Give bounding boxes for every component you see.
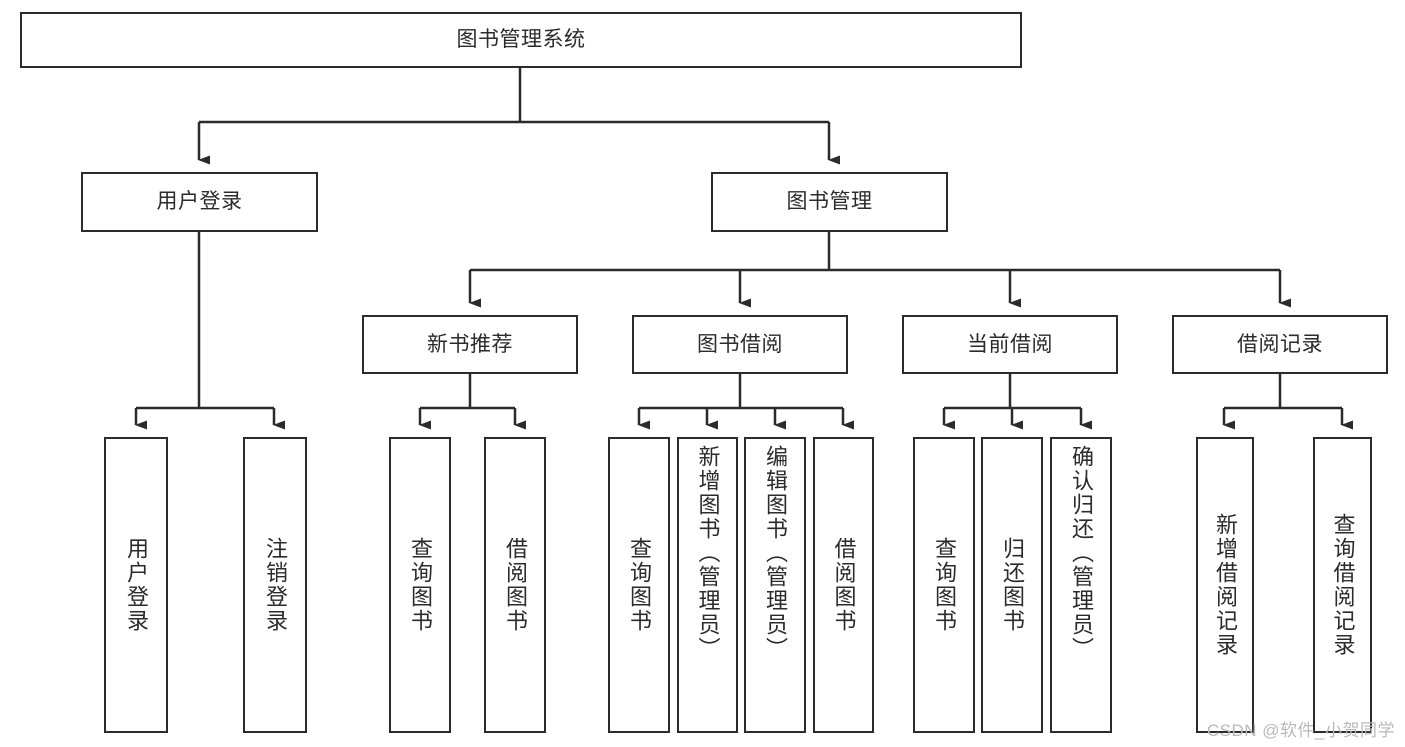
node-leaf-query-book-1[interactable]: 查询图书: [389, 437, 451, 733]
node-borrow-record[interactable]: 借阅记录: [1172, 315, 1388, 374]
node-leaf-add-book[interactable]: 新增图书（管理员）: [677, 437, 738, 733]
node-book-management[interactable]: 图书管理: [711, 172, 948, 232]
node-leaf-return-book-label: 归还图书: [1000, 537, 1025, 633]
node-leaf-confirm-return[interactable]: 确认归还（管理员）: [1050, 437, 1112, 733]
node-leaf-query-book-1-label: 查询图书: [408, 537, 433, 633]
node-leaf-borrow-book-1-label: 借阅图书: [503, 537, 528, 633]
node-leaf-add-record[interactable]: 新增借阅记录: [1196, 437, 1254, 733]
node-leaf-user-login[interactable]: 用户登录: [104, 437, 168, 733]
node-new-book-recommend[interactable]: 新书推荐: [362, 315, 578, 374]
node-leaf-query-book-2[interactable]: 查询图书: [608, 437, 670, 733]
node-leaf-query-book-3[interactable]: 查询图书: [913, 437, 975, 733]
node-leaf-user-logout[interactable]: 注销登录: [243, 437, 307, 733]
node-leaf-query-record-label: 查询借阅记录: [1330, 513, 1356, 657]
node-book-management-label: 图书管理: [786, 190, 873, 214]
node-leaf-borrow-book-2[interactable]: 借阅图书: [813, 437, 874, 733]
node-leaf-query-book-3-label: 查询图书: [932, 537, 957, 633]
node-root-system-label: 图书管理系统: [456, 28, 586, 52]
node-user-login-label: 用户登录: [156, 190, 243, 214]
node-leaf-add-book-label: 新增图书（管理员）: [695, 445, 721, 661]
node-leaf-borrow-book-1[interactable]: 借阅图书: [484, 437, 546, 733]
node-leaf-edit-book-label: 编辑图书（管理员）: [763, 445, 788, 661]
node-leaf-confirm-return-label: 确认归还（管理员）: [1069, 445, 1094, 661]
node-root-system[interactable]: 图书管理系统: [20, 12, 1022, 68]
node-leaf-return-book[interactable]: 归还图书: [981, 437, 1043, 733]
node-leaf-query-record[interactable]: 查询借阅记录: [1313, 437, 1372, 733]
node-book-borrow[interactable]: 图书借阅: [632, 315, 848, 374]
node-user-login[interactable]: 用户登录: [81, 172, 318, 232]
node-leaf-query-book-2-label: 查询图书: [627, 537, 652, 633]
csdn-watermark: CSDN @软件_小贺同学: [1206, 721, 1395, 740]
node-leaf-add-record-label: 新增借阅记录: [1213, 513, 1238, 657]
node-current-borrow[interactable]: 当前借阅: [902, 315, 1118, 374]
node-new-book-recommend-label: 新书推荐: [427, 332, 513, 356]
node-book-borrow-label: 图书借阅: [697, 332, 783, 356]
node-leaf-edit-book[interactable]: 编辑图书（管理员）: [744, 437, 806, 733]
node-leaf-user-login-label: 用户登录: [124, 537, 149, 633]
node-current-borrow-label: 当前借阅: [967, 332, 1053, 356]
node-leaf-user-logout-label: 注销登录: [263, 537, 288, 633]
node-borrow-record-label: 借阅记录: [1237, 332, 1323, 356]
node-leaf-borrow-book-2-label: 借阅图书: [831, 537, 857, 633]
